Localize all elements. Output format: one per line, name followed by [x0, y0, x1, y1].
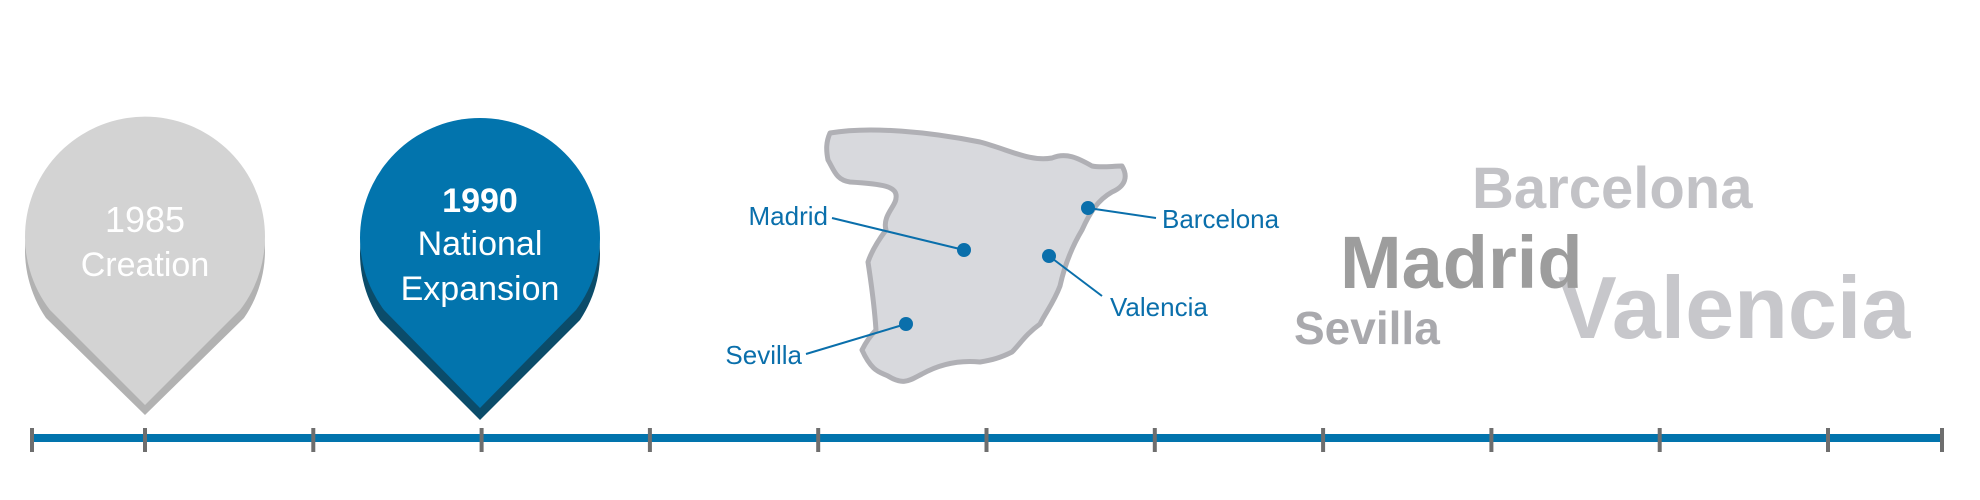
word-barcelona: Barcelona [1472, 156, 1753, 221]
word-valencia: Valencia [1558, 258, 1911, 357]
sevilla-dot [899, 317, 913, 331]
pin-year: 1985 [105, 199, 185, 240]
barcelona-dot [1081, 201, 1095, 215]
madrid-label: Madrid [749, 201, 828, 231]
valencia-label: Valencia [1110, 292, 1208, 322]
timeline-ticks [30, 428, 1944, 452]
pin-body [359, 118, 601, 408]
sevilla-label: Sevilla [725, 340, 802, 370]
spain-outline [824, 127, 1128, 384]
pin-1985-creation: 1985 Creation [24, 116, 266, 415]
sevilla-leader-line [805, 323, 907, 355]
pin-label-line2: Expansion [401, 270, 560, 308]
valencia-dot [1042, 249, 1056, 263]
pin-label: Creation [81, 246, 210, 284]
pin-year: 1990 [442, 182, 518, 220]
barcelona-leader-line [1087, 207, 1157, 219]
barcelona-label: Barcelona [1162, 204, 1280, 234]
madrid-dot [957, 243, 971, 257]
word-sevilla: Sevilla [1294, 302, 1440, 354]
pin-body [24, 116, 266, 406]
valencia-leader-line [1048, 255, 1103, 297]
pin-label-line1: National [418, 225, 543, 263]
timeline-axis [30, 428, 1944, 452]
spain-map: Madrid Barcelona Valencia Sevilla [725, 127, 1280, 384]
pin-1990-national-expansion: 1990 National Expansion [359, 118, 601, 420]
city-word-cloud: Barcelona Valencia Madrid Sevilla [1294, 156, 1911, 357]
madrid-leader-line [831, 217, 965, 251]
word-madrid: Madrid [1340, 221, 1583, 304]
